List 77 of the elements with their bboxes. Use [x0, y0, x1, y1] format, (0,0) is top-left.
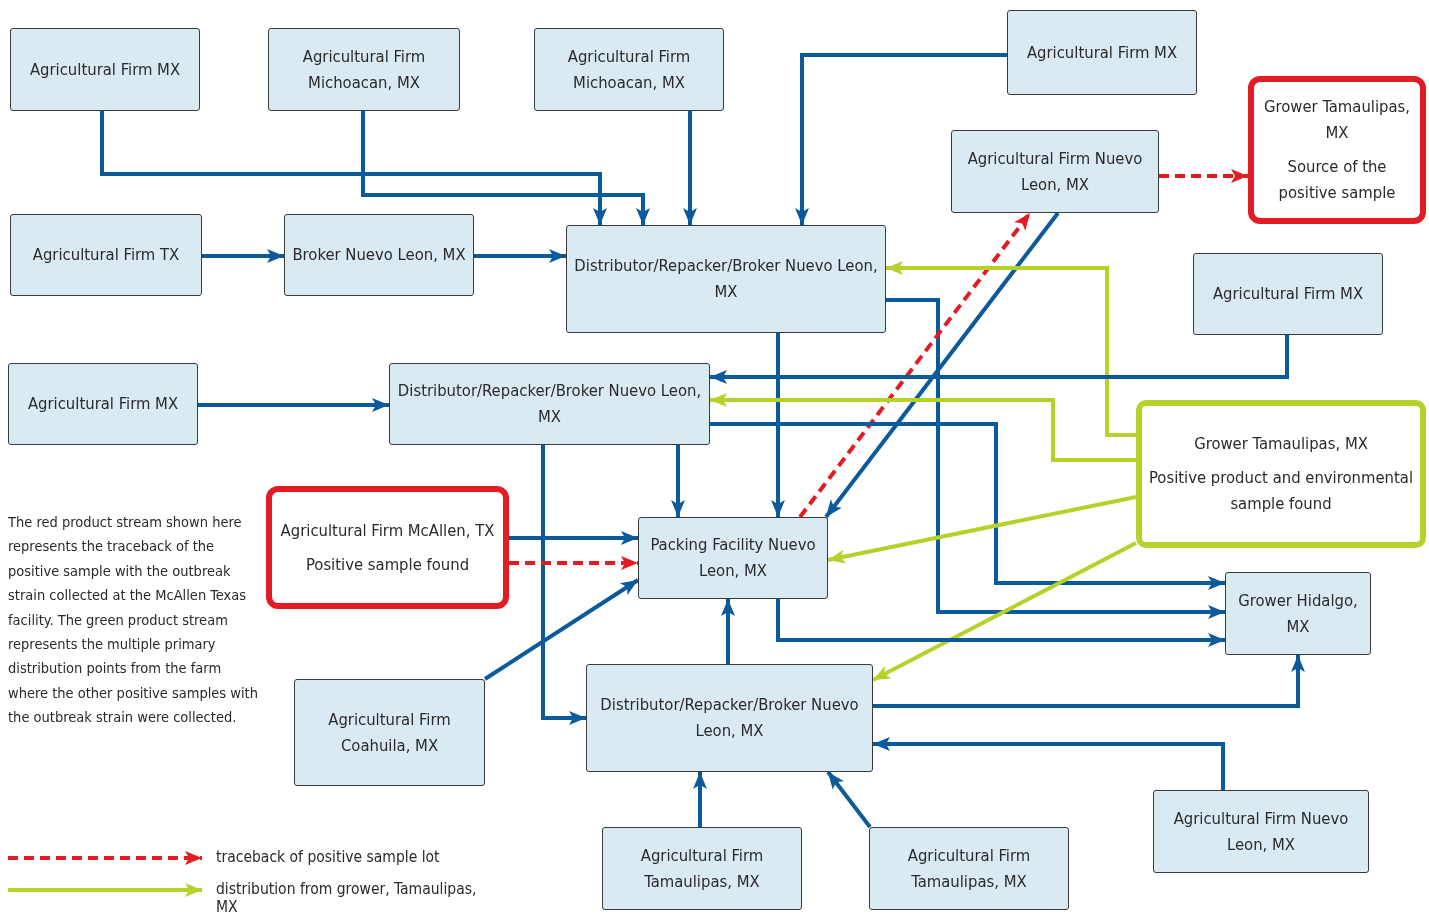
- process-box: [951, 130, 1159, 213]
- highlighted-box: [266, 486, 509, 609]
- arrow: [474, 249, 566, 263]
- arrow: [361, 111, 650, 225]
- node-label: Agricultural Firm Michoacan, MX: [566, 45, 692, 94]
- arrow: [693, 772, 707, 827]
- process-box: [284, 214, 474, 296]
- arrow: [826, 770, 872, 829]
- node-label: Agricultural Firm Nuevo Leon, MX: [1172, 807, 1350, 856]
- node-label: Agricultural Firm MX: [1212, 283, 1364, 305]
- arrow: [795, 53, 1007, 225]
- process-box: [1193, 253, 1383, 335]
- legend-label: traceback of positive sample lot: [216, 848, 441, 866]
- node-label: Agricultural Firm MX: [1026, 41, 1178, 64]
- arrow: [872, 541, 1137, 682]
- process-box: [1225, 572, 1371, 655]
- highlighted-box: [1136, 400, 1426, 548]
- process-box: [602, 827, 802, 910]
- arrow: [509, 556, 638, 570]
- process-box: [8, 363, 198, 445]
- process-box: [1007, 10, 1197, 95]
- arrow: [873, 737, 1225, 790]
- arrow: [771, 333, 785, 517]
- process-box: [268, 28, 460, 111]
- arrow: [541, 445, 586, 725]
- node-label: Broker Nuevo Leon, MX: [292, 244, 466, 266]
- arrow: [509, 531, 638, 545]
- node-note: Source of the positive sample: [1277, 156, 1397, 204]
- arrow: [683, 111, 697, 225]
- arrow: [886, 298, 1225, 619]
- highlighted-box: [1248, 76, 1426, 224]
- process-box: [534, 28, 724, 111]
- node-label: Agricultural Firm Michoacan, MX: [301, 45, 427, 94]
- node-label: Grower Tamaulipas, MX: [1194, 433, 1368, 455]
- node-label: Agricultural Firm Nuevo Leon, MX: [966, 147, 1144, 196]
- arrow: [873, 655, 1305, 708]
- arrow: [710, 335, 1289, 384]
- explanatory-note: The red product stream shown here represents the traceback of the positive sample with the outbreak strain collected at the McAllen Texas facility. The green product stream represents the multiple primary distribution points from the farm where the other positive samples with the outbreak strain were collected.: [8, 513, 258, 728]
- arrow: [721, 599, 735, 664]
- arrow: [671, 445, 685, 517]
- node-label: Agricultural Firm McAllen, TX: [280, 519, 495, 542]
- node-label: Agricultural Firm Coahuila, MX: [327, 708, 452, 757]
- node-label: Distributor/Repacker/Broker Nuevo Leon, MX: [396, 380, 703, 428]
- legend-label: distribution from grower, Tamaulipas, MX: [216, 880, 478, 916]
- arrow: [827, 495, 1137, 564]
- arrow: [710, 393, 1136, 462]
- process-box: [1153, 790, 1369, 873]
- arrow: [710, 422, 1225, 590]
- arrow: [886, 261, 1136, 437]
- node-label: Grower Tamaulipas, MX: [1263, 96, 1411, 144]
- node-label: Grower Hidalgo, MX: [1237, 589, 1359, 638]
- node-label: Agricultural Firm MX: [29, 58, 181, 81]
- arrow: [1159, 169, 1248, 183]
- arrow: [202, 249, 284, 263]
- process-box: [10, 214, 202, 296]
- node-label: Distributor/Repacker/Broker Nuevo Leon, MX: [573, 255, 879, 303]
- arrow: [824, 211, 1060, 519]
- arrow: [100, 111, 607, 225]
- process-box: [294, 679, 485, 786]
- arrow: [198, 398, 389, 412]
- process-box: [389, 363, 710, 445]
- node-label: Distributor/Repacker/Broker Nuevo Leon, MX: [599, 694, 860, 742]
- node-label: Packing Facility Nuevo Leon, MX: [649, 534, 817, 582]
- node-label: Agricultural Firm MX: [27, 393, 179, 415]
- process-box: [869, 827, 1069, 910]
- process-box: [566, 225, 886, 333]
- process-box: [638, 517, 828, 599]
- node-label: Agricultural Firm TX: [32, 244, 180, 266]
- arrow: [483, 578, 640, 681]
- process-box: [10, 28, 200, 111]
- process-box: [586, 664, 873, 772]
- arrow: [798, 211, 1032, 519]
- node-label: Agricultural Firm Tamaulipas, MX: [639, 844, 765, 893]
- node-note: Positive product and environmental sample found: [1148, 467, 1414, 515]
- node-label: Agricultural Firm Tamaulipas, MX: [906, 844, 1032, 893]
- arrow: [776, 599, 1225, 647]
- node-note: Positive sample found: [305, 553, 470, 576]
